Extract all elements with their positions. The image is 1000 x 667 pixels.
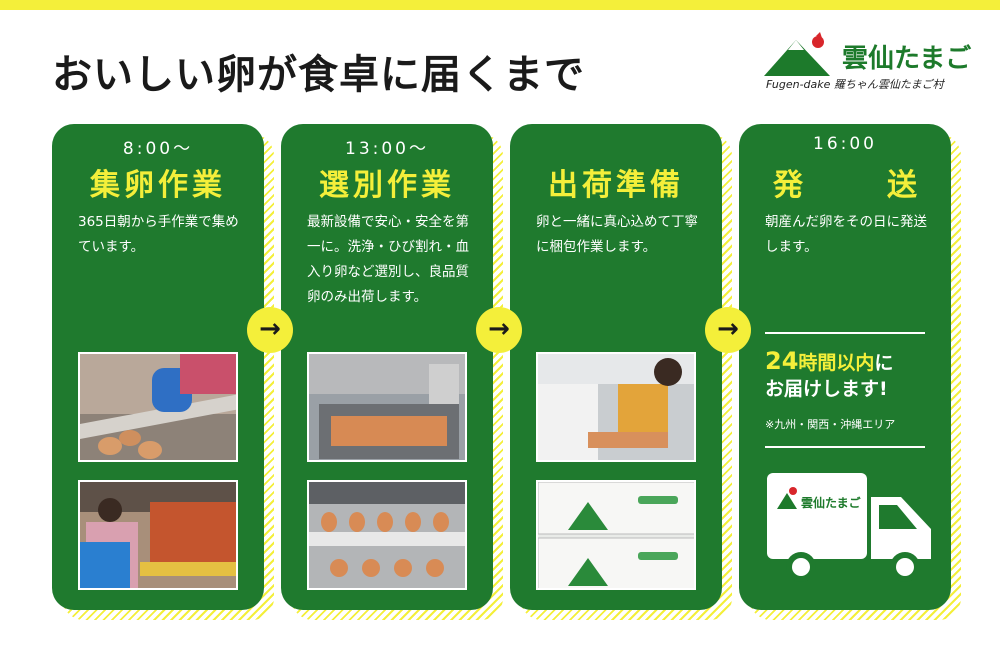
delivery-truck-icon: 雲仙たまご (767, 473, 931, 582)
delivery-line2: お届けします! (765, 378, 888, 400)
arrow-right-icon: → (476, 307, 522, 353)
step-card-packing: 出荷準備 卵と一緒に真心込めて丁寧に梱包作業します。 (510, 124, 732, 620)
delivery-promise: 24時間以内に お届けします! (765, 348, 893, 402)
step-card-collecting: 8:00〜 集卵作業 365日朝から手作業で集めています。 (52, 124, 274, 620)
divider-bottom (765, 446, 925, 448)
step-heading: 選別作業 (319, 168, 455, 203)
delivery-hours-text: 時間以内 (798, 352, 875, 374)
mountain-chicken-logo-icon (764, 32, 830, 76)
step-heading: 集卵作業 (90, 168, 226, 203)
egg-conveyor-photo (307, 480, 467, 590)
step-heading: 発 送 (739, 160, 951, 204)
step-description: 365日朝から手作業で集めています。 (78, 214, 239, 255)
divider-top (765, 332, 925, 334)
step-description: 卵と一緒に真心込めて丁寧に梱包作業します。 (536, 214, 698, 255)
step-description: 朝産んだ卵をその日に発送します。 (765, 214, 927, 255)
arrow-right-icon: → (705, 307, 751, 353)
heading-char-left: 発 (773, 168, 803, 203)
packing-worker-photo (536, 352, 696, 462)
step-heading: 出荷準備 (548, 168, 684, 203)
top-accent-bar (0, 0, 1000, 10)
step-time: 16:00 (813, 134, 877, 154)
egg-collecting-photo (78, 352, 238, 462)
sorting-machine-photo (307, 352, 467, 462)
delivery-line1-end: に (874, 352, 894, 374)
egg-boxes-photo (536, 480, 696, 590)
step-card-sorting: 13:00〜 選別作業 最新設備で安心・安全を第一に。洗浄・ひび割れ・血入り卵な… (281, 124, 503, 620)
truck-brand-label: 雲仙たまご (801, 495, 862, 510)
arrow-right-icon: → (247, 307, 293, 353)
logo-name: 雲仙たまご (842, 44, 972, 74)
step-description: 最新設備で安心・安全を第一に。洗浄・ひび割れ・血入り卵など選別し、良品質卵のみ出… (307, 214, 469, 305)
step-card-shipping: 16:00 発 送 朝産んだ卵をその日に発送します。 24時間以内に お届けしま… (739, 124, 961, 620)
step-time: 13:00〜 (345, 139, 429, 159)
chicken-coop-photo (78, 480, 238, 590)
page-title: おいしい卵が食卓に届くまで (52, 52, 585, 98)
logo-subtitle: Fugen‑dake 羅ちゃん雲仙たまご村 (766, 78, 944, 91)
heading-char-right: 送 (887, 168, 917, 203)
delivery-area-note: ※九州・関西・沖縄エリア (765, 418, 896, 431)
brand-logo: 雲仙たまご Fugen‑dake 羅ちゃん雲仙たまご村 (760, 32, 972, 98)
delivery-hours: 24 (765, 347, 799, 375)
step-time: 8:00〜 (122, 139, 194, 159)
